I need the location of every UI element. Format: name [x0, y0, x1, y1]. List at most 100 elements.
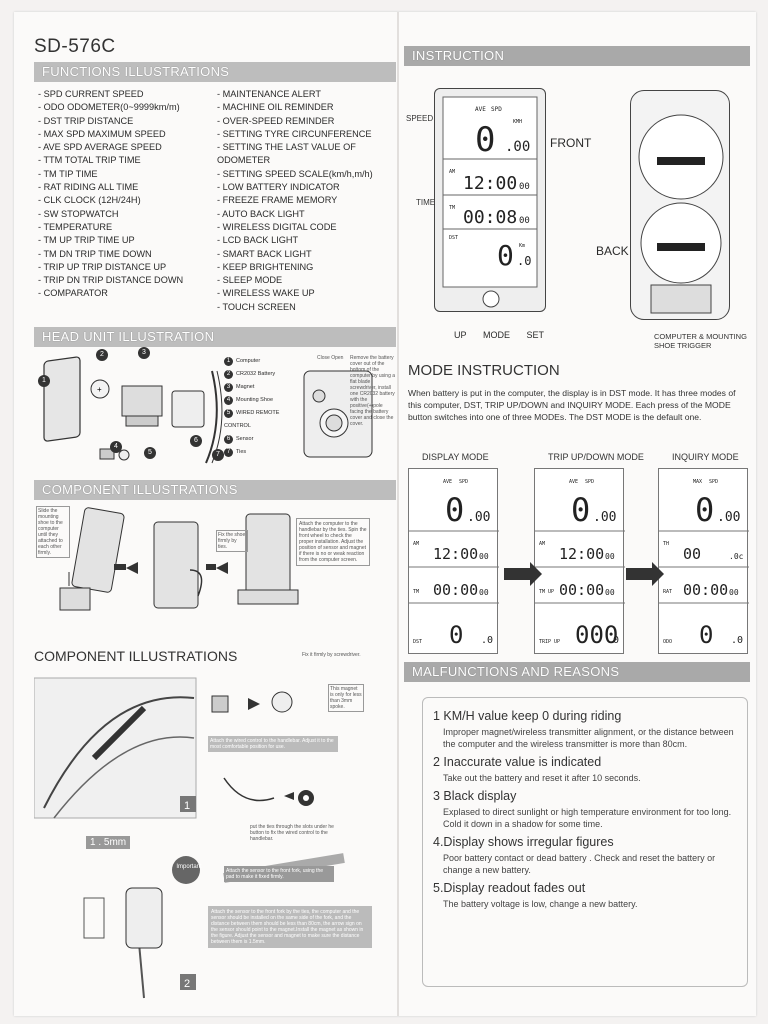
mode-row2: 12:00	[433, 545, 478, 563]
malfunction-title: 1 KM/H value keep 0 during riding	[433, 709, 622, 723]
function-item: - SETTING SPEED SCALE(km/h,m/h)	[217, 168, 373, 179]
ties-note: put the ties through the slots under he …	[250, 824, 334, 842]
function-item: - OVER-SPEED REMINDER	[217, 115, 335, 126]
part-number-icon: 6	[224, 435, 233, 444]
number-marker: 3	[138, 347, 150, 359]
mode-row3-tag: TM	[413, 589, 419, 595]
function-item: - SPD CURRENT SPEED	[38, 89, 144, 99]
malfunction-text: Take out the battery and reset it after …	[443, 773, 641, 783]
component-drawing-1	[59, 507, 299, 611]
function-item: - SETTING THE LAST VALUE OF ODOMETER	[217, 142, 356, 166]
mode-speed: 0	[695, 491, 714, 529]
mode-button-label: MODE	[483, 330, 510, 340]
mode-row4-tag: DST	[413, 639, 422, 645]
function-item: - ODO ODOMETER(0~9999km/m)	[38, 102, 180, 113]
mode-text: When battery is put in the computer, the…	[408, 388, 736, 422]
mode-label: INQUIRY MODE	[672, 452, 739, 462]
mode-row3: 00:00	[559, 581, 604, 599]
up-button-label: UP	[454, 330, 467, 340]
part-number-icon: 2	[224, 370, 233, 379]
mode-speed-dec: .00	[467, 510, 490, 525]
number-marker: 1	[38, 375, 50, 387]
lcd-kmh: KMH	[513, 119, 522, 125]
mode-label: DISPLAY MODE	[422, 452, 489, 462]
mode-tag2: SPD	[459, 479, 468, 485]
number-marker: 2	[96, 349, 108, 361]
back-label: BACK	[596, 244, 629, 258]
function-item: - TTM TOTAL TRIP TIME	[38, 155, 141, 166]
component-section-2: COMPONENT ILLUSTRATIONS 1 2	[34, 648, 396, 999]
function-item: - TM DN TRIP TIME DOWN	[38, 248, 152, 259]
lcd-tm: TM	[449, 205, 455, 211]
functions-list: - SPD CURRENT SPEED - ODO ODOMETER(0~9999…	[34, 88, 396, 314]
arrow-icon-1	[504, 562, 542, 586]
function-item: - MAX SPD MAXIMUM SPEED	[38, 128, 166, 139]
function-item: - TRIP DN TRIP DISTANCE DOWN	[38, 275, 184, 286]
mode-row4-dec: .0	[607, 635, 619, 646]
mode-row3-sec: 00	[729, 588, 739, 597]
part-label: Computer	[236, 358, 261, 364]
lcd-dst: DST	[449, 235, 458, 241]
button-labels: UP MODE SET	[454, 330, 544, 340]
right-column: INSTRUCTION AVE SPD KMH 0 .00 AM 12:00 0…	[404, 22, 759, 1012]
mode-row2-sec: 00	[479, 552, 489, 561]
set-button-label: SET	[526, 330, 544, 340]
function-item: - COMPARATOR	[38, 288, 108, 299]
mode-row4-tag: ODO	[663, 639, 672, 645]
mode-speed-dec: .00	[717, 510, 740, 525]
function-item: - TEMPERATURE	[38, 221, 113, 232]
functions-header: FUNCTIONS ILLUSTRATIONS	[34, 62, 396, 82]
number-marker: 5	[144, 447, 156, 459]
malfunction-header: MALFUNCTIONS AND REASONS	[404, 662, 750, 682]
malfunction-title: 5.Display readout fades out	[433, 881, 586, 895]
function-item: - SMART BACK LIGHT	[217, 248, 312, 259]
lcd-tm-value: 00:08	[463, 207, 517, 228]
part-number-icon: 5	[224, 409, 233, 418]
lcd-clock-sec: 00	[519, 182, 530, 192]
mode-tag1: AVE	[569, 479, 578, 485]
head-unit-header: HEAD UNIT ILLUSTRATION	[34, 327, 396, 347]
part-number-icon: 4	[224, 396, 233, 405]
component-header-2: COMPONENT ILLUSTRATIONS	[34, 648, 238, 664]
lcd-dst-dec: .0	[517, 254, 531, 268]
function-item: - RAT RIDING ALL TIME	[38, 182, 139, 193]
number-marker: 7	[212, 449, 224, 461]
malfunction-text: Poor battery contact or dead battery . C…	[443, 853, 716, 875]
speed-label: SPEED	[406, 114, 434, 123]
functions-col-1: - SPD CURRENT SPEED - ODO ODOMETER(0~9999…	[38, 88, 217, 314]
mode-arrows	[504, 562, 664, 586]
attach-note: Attach the computer to the handlebar by …	[296, 518, 370, 566]
step-1-number: 1	[184, 800, 190, 812]
battery-drawing: +	[90, 379, 110, 399]
computer-drawing	[43, 356, 81, 442]
lcd-dst-value: 0	[497, 239, 514, 272]
part-label: Ties	[236, 449, 247, 455]
mode-speed: 0	[445, 491, 464, 529]
function-item: - MACHINE OIL REMINDER	[217, 102, 334, 113]
function-item: - LCD BACK LIGHT	[217, 235, 299, 246]
front-label: FRONT	[550, 136, 592, 150]
battery-note: Remove the battery cover out of the bott…	[350, 355, 396, 427]
function-item: - CLK CLOCK (12H/24H)	[38, 195, 141, 206]
function-item: - AVE SPD AVERAGE SPEED	[38, 142, 162, 153]
function-item: - MAINTENANCE ALERT	[217, 89, 321, 99]
mode-row2: 12:00	[559, 545, 604, 563]
page-fold	[397, 12, 399, 1016]
mode-button-icon	[482, 290, 500, 308]
distance-label: 1 . 5mm	[86, 836, 131, 849]
time-label: TIME	[416, 198, 436, 207]
function-item: - SLEEP MODE	[217, 275, 283, 286]
label-close: Close	[317, 355, 330, 361]
mode-row4-tag: TRIP UP	[539, 639, 560, 645]
mode-title: MODE INSTRUCTION	[408, 362, 560, 379]
front-device: AVE SPD KMH 0 .00 AM 12:00 00 TM 00:08 0…	[434, 88, 546, 312]
function-item: - SETTING TYRE CIRCUNFERENCE	[217, 128, 372, 139]
function-item: - AUTO BACK LIGHT	[217, 208, 305, 219]
